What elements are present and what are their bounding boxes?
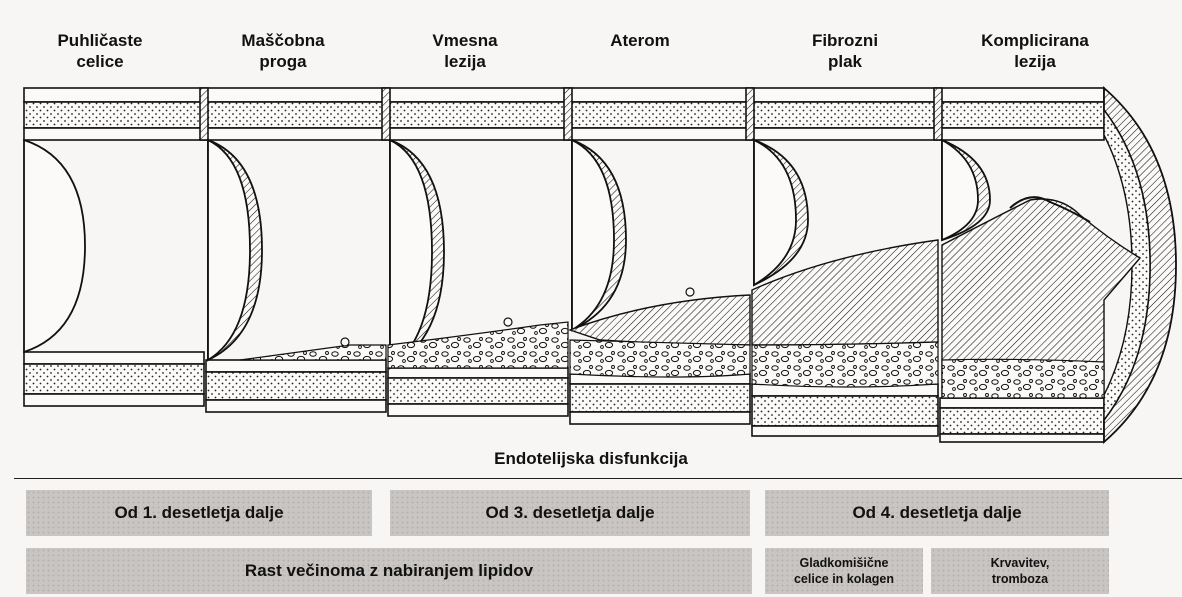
- mechanism-label-smooth-muscle: Gladkomišične celice in kolagen: [794, 555, 894, 587]
- onset-label-3: Od 4. desetletja dalje: [852, 503, 1021, 523]
- onset-box-2: Od 3. desetletja dalje: [390, 490, 750, 536]
- onset-label-2: Od 3. desetletja dalje: [485, 503, 654, 523]
- mechanism-box-lipids: Rast večinoma z nabiranjem lipidov: [26, 548, 752, 594]
- onset-box-3: Od 4. desetletja dalje: [765, 490, 1109, 536]
- mechanism-label-hemorrhage: Krvavitev, tromboza: [991, 555, 1050, 587]
- onset-box-1: Od 1. desetletja dalje: [26, 490, 372, 536]
- mechanism-box-smooth-muscle: Gladkomišične celice in kolagen: [765, 548, 923, 594]
- mechanism-label-lipids: Rast večinoma z nabiranjem lipidov: [245, 561, 533, 581]
- artery-lesion-illustration: [0, 0, 1182, 450]
- timeline-line: [14, 478, 1182, 479]
- endothelial-dysfunction-label: Endotelijska disfunkcija: [0, 449, 1182, 469]
- onset-label-1: Od 1. desetletja dalje: [114, 503, 283, 523]
- mechanism-box-hemorrhage: Krvavitev, tromboza: [931, 548, 1109, 594]
- fatty-streak: [240, 345, 386, 360]
